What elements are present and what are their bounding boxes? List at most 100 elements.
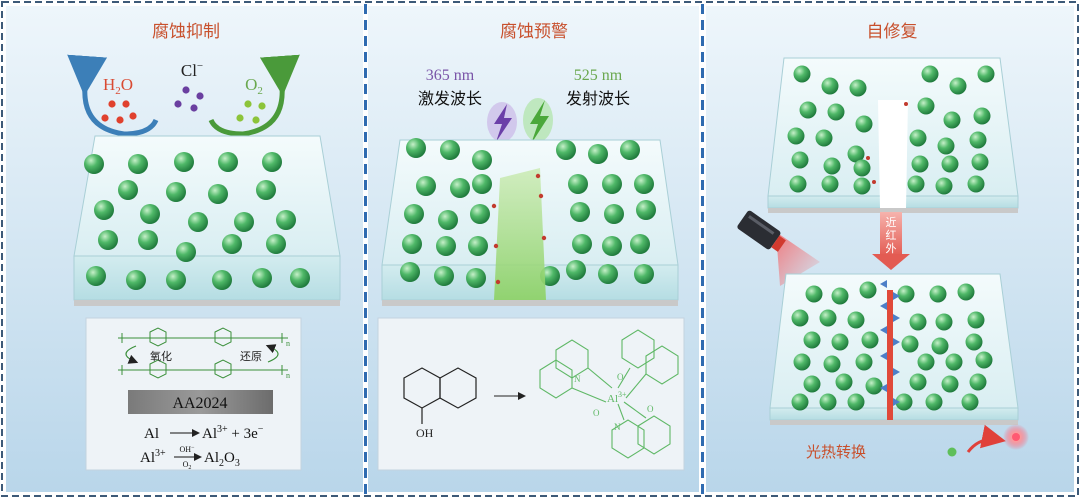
pigment-sphere	[941, 155, 959, 173]
seam-tab	[893, 314, 900, 322]
pigment-sphere	[973, 107, 991, 125]
o2-dots	[236, 100, 266, 124]
aa2024-substrate	[128, 390, 273, 414]
repeat-n-bottom: n	[286, 371, 290, 380]
pigment-sphere	[921, 65, 939, 83]
pigment-sphere	[823, 355, 841, 373]
reduction-label: 还原	[240, 350, 262, 363]
pigment-sphere	[138, 230, 158, 250]
green-particle-icon	[947, 447, 957, 457]
o2-arrow	[208, 54, 300, 137]
pigment-sphere	[234, 212, 254, 232]
pigment-spheres-3-top	[787, 65, 995, 195]
cl-label: Cl−	[181, 60, 203, 80]
pigment-sphere	[897, 285, 915, 303]
pigment-sphere	[791, 309, 809, 327]
pigment-sphere	[472, 150, 492, 170]
pigment-sphere	[855, 353, 873, 371]
pigment-sphere	[799, 101, 817, 119]
pigment-sphere	[140, 204, 160, 224]
pigment-sphere	[256, 180, 276, 200]
pigment-sphere	[468, 236, 488, 256]
pigment-spheres-1	[84, 152, 310, 290]
pigment-sphere	[440, 140, 460, 160]
pigment-sphere	[815, 129, 833, 147]
pigment-sphere	[847, 311, 865, 329]
seam-tab	[893, 368, 900, 376]
pigment-sphere	[819, 309, 837, 327]
pigment-sphere	[803, 375, 821, 393]
lightning-green-icon	[523, 98, 553, 144]
pigment-sphere	[212, 270, 232, 290]
polyaniline-structure	[118, 327, 288, 379]
pigment-sphere	[895, 393, 913, 411]
o-label-1: O	[593, 408, 600, 418]
laser-source-icon	[737, 210, 820, 286]
pigment-spheres-2	[400, 138, 656, 288]
aa2024-label: AA2024	[172, 395, 227, 412]
hydroxyquinoline-structure	[403, 367, 477, 424]
pigment-sphere	[831, 287, 849, 305]
eq2-right: Al2O3	[204, 450, 240, 469]
pigment-sphere	[598, 264, 618, 284]
seam-tab	[893, 398, 900, 406]
nir-label-2: 红	[886, 229, 897, 242]
pigment-sphere	[636, 200, 656, 220]
pigment-sphere	[859, 281, 877, 299]
pigment-sphere	[935, 177, 953, 195]
pigment-sphere	[602, 174, 622, 194]
pigment-sphere	[969, 131, 987, 149]
pigment-sphere	[943, 111, 961, 129]
crack-gap	[878, 100, 908, 208]
pigment-sphere	[847, 393, 865, 411]
crack-fluorescence	[491, 168, 547, 300]
h2o-dots	[101, 100, 137, 124]
seam-tab	[893, 292, 900, 300]
pigment-sphere	[909, 129, 927, 147]
pigment-sphere	[849, 79, 867, 97]
pigment-sphere	[174, 152, 194, 172]
pigment-sphere	[166, 182, 186, 202]
pigment-sphere	[793, 353, 811, 371]
pigment-sphere	[470, 204, 490, 224]
pigment-sphere	[406, 138, 426, 158]
pigment-sphere	[86, 266, 106, 286]
pigment-sphere	[276, 210, 296, 230]
pigment-sphere	[911, 155, 929, 173]
h2o-arrow	[67, 54, 159, 137]
pigment-sphere	[819, 393, 837, 411]
oh-label: OH	[416, 426, 434, 440]
pigment-sphere	[84, 154, 104, 174]
pigment-sphere	[570, 202, 590, 222]
n-label-1: N	[574, 374, 581, 384]
panel-1-chem-box: 氧化 还原 n n AA2024 Al Al3+ + 3e− Al3+ OH− …	[85, 317, 302, 471]
pigment-sphere	[847, 145, 865, 163]
pigment-sphere	[909, 373, 927, 391]
pigment-sphere	[126, 270, 146, 290]
pigment-sphere	[438, 210, 458, 230]
pigment-sphere	[925, 393, 943, 411]
pigment-sphere	[630, 234, 650, 254]
pigment-sphere	[400, 262, 420, 282]
eq2-arrow-top: OH−	[180, 445, 196, 454]
pigment-sphere	[805, 285, 823, 303]
pigment-sphere	[620, 140, 640, 160]
pigment-sphere	[176, 242, 196, 262]
panel-2-title: 腐蚀预警	[500, 22, 568, 42]
pigment-sphere	[937, 137, 955, 155]
pigment-sphere	[436, 236, 456, 256]
seam-tab	[880, 384, 887, 392]
pigment-sphere	[965, 333, 983, 351]
pigment-sphere	[961, 393, 979, 411]
pigment-sphere	[218, 152, 238, 172]
pigment-sphere	[949, 77, 967, 95]
pigment-sphere	[791, 151, 809, 169]
seam-tab	[880, 302, 887, 310]
pigment-sphere	[118, 180, 138, 200]
pigment-sphere	[634, 174, 654, 194]
pigment-sphere	[929, 285, 947, 303]
pigment-spheres-3-bottom	[791, 281, 993, 411]
pigment-sphere	[969, 373, 987, 391]
panel-1-species: H2O Cl− O2	[67, 54, 300, 137]
pigment-sphere	[208, 184, 228, 204]
